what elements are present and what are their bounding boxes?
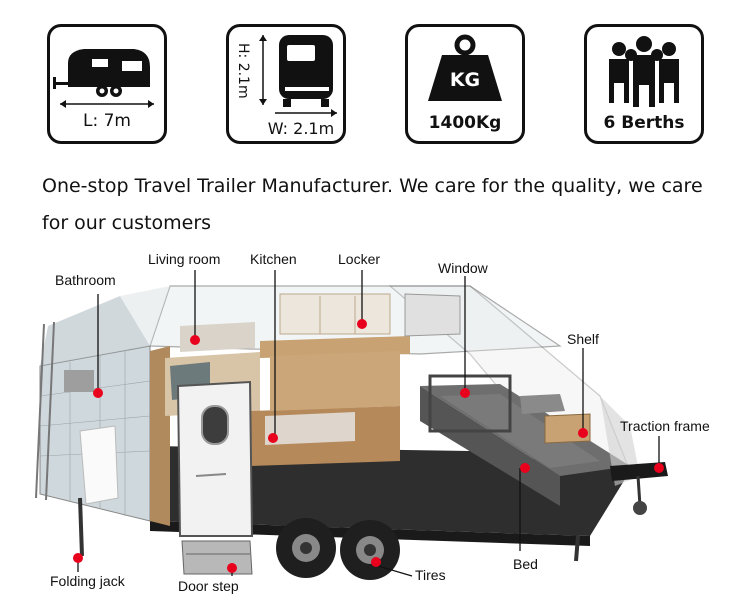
living-room-marker bbox=[190, 335, 200, 345]
traction-frame-marker bbox=[654, 463, 664, 473]
bed-label: Bed bbox=[513, 556, 538, 572]
window-label: Window bbox=[438, 260, 488, 276]
kitchen-label: Kitchen bbox=[250, 251, 297, 267]
kitchen-marker bbox=[268, 433, 278, 443]
callout-markers bbox=[73, 319, 664, 573]
people-group-icon bbox=[609, 36, 679, 107]
bathroom-label: Bathroom bbox=[55, 272, 116, 288]
tires-label: Tires bbox=[415, 567, 446, 583]
shelf-marker bbox=[578, 428, 588, 438]
weight-badge: KG bbox=[449, 69, 481, 91]
width-label: W: 2.1m bbox=[267, 119, 335, 138]
length-spec-card: L: 7m bbox=[47, 24, 167, 144]
door-step-marker bbox=[227, 563, 237, 573]
door-step-label: Door step bbox=[178, 578, 239, 594]
caravan-side-icon bbox=[53, 49, 154, 108]
weight-spec-card: KG 1400Kg bbox=[405, 24, 525, 144]
weight-icon bbox=[428, 34, 502, 101]
folding-jack-marker bbox=[73, 553, 83, 563]
window-marker bbox=[460, 388, 470, 398]
weight-label: 1400Kg bbox=[428, 113, 502, 133]
locker-marker bbox=[357, 319, 367, 329]
trailer-drawing bbox=[35, 285, 668, 580]
bed-marker bbox=[520, 463, 530, 473]
berths-label: 6 Berths bbox=[603, 113, 685, 133]
folding-jack-label: Folding jack bbox=[50, 573, 125, 589]
locker-label: Locker bbox=[338, 251, 381, 267]
traction-frame-label: Traction frame bbox=[620, 418, 710, 434]
height-width-spec-card: H: 2.1m W: 2.1m bbox=[226, 24, 346, 144]
trailer-cutaway-illustration bbox=[35, 270, 668, 580]
length-label: L: 7m bbox=[83, 111, 131, 131]
tagline: One-stop Travel Trailer Manufacturer. We… bbox=[42, 175, 703, 234]
tires-marker bbox=[371, 557, 381, 567]
berths-spec-card: 6 Berths bbox=[584, 24, 704, 144]
shelf-label: Shelf bbox=[567, 331, 599, 347]
living-room-label: Living room bbox=[148, 251, 221, 267]
bathroom-marker bbox=[93, 388, 103, 398]
caravan-front-icon bbox=[259, 35, 337, 117]
height-label: H: 2.1m bbox=[235, 43, 251, 99]
